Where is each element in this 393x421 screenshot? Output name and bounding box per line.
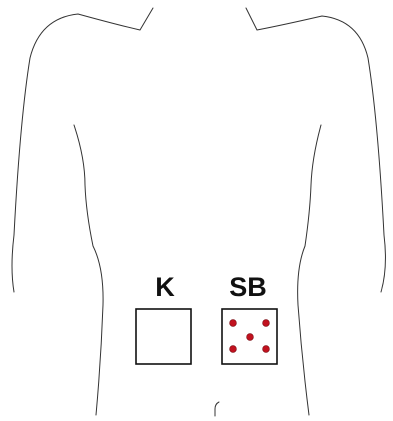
site-k: K [136,272,191,364]
right-torso-outline [298,125,321,415]
site-k-label: K [155,272,175,302]
sb-point-dot [247,334,254,341]
sb-point-dot [230,346,237,353]
gluteal-cleft-outline [215,402,219,416]
left-shoulder-arm-outline [12,8,153,292]
sb-point-dot [263,346,270,353]
site-k-box [136,309,191,364]
body-outline [12,8,385,416]
sb-point-dot [230,320,237,327]
right-shoulder-arm-outline [246,8,385,292]
site-sb: SB [222,272,277,364]
sb-point-dot [263,320,270,327]
site-sb-label: SB [229,272,267,302]
left-torso-outline [74,125,103,415]
